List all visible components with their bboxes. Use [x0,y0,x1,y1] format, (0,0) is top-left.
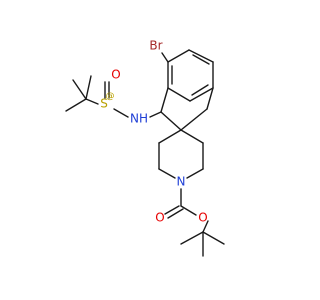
bond [167,87,191,102]
bond [206,87,214,110]
stereo-marker: @ [106,92,115,102]
bond [149,111,162,118]
bond [180,205,197,216]
atom-label-nh: NH [130,112,148,126]
atom-label-o-ester: O [198,211,207,225]
bond-double-inner [191,84,209,96]
bond [85,75,92,100]
atom-label-n-ring: N [177,175,186,189]
bond [180,129,204,144]
bond [65,98,87,112]
bond [189,87,214,102]
atom-label-o-sulfinyl: O [111,68,120,82]
bond [158,168,176,179]
atom-label-o-carbonyl: O [155,211,164,225]
bond [72,79,87,100]
bond [167,49,190,63]
bond [202,231,225,245]
bond [202,220,209,233]
bond [160,111,182,131]
bond [180,231,204,245]
bond-double [167,208,184,219]
bonds [65,49,225,257]
bond-double-inner [192,54,210,65]
bond [180,108,208,131]
bond [186,168,204,179]
atom-labels: Br O S @ NH N O O [100,39,208,225]
bond [188,49,214,63]
bond [85,98,99,105]
bond [113,108,129,118]
bond-double [164,205,180,215]
bond [161,52,169,63]
bond [158,129,182,144]
bond [160,87,169,113]
atom-label-br: Br [149,39,162,53]
molecule-structure: Br O S @ NH N O O [65,39,225,257]
atom-label-s: S [100,97,108,111]
